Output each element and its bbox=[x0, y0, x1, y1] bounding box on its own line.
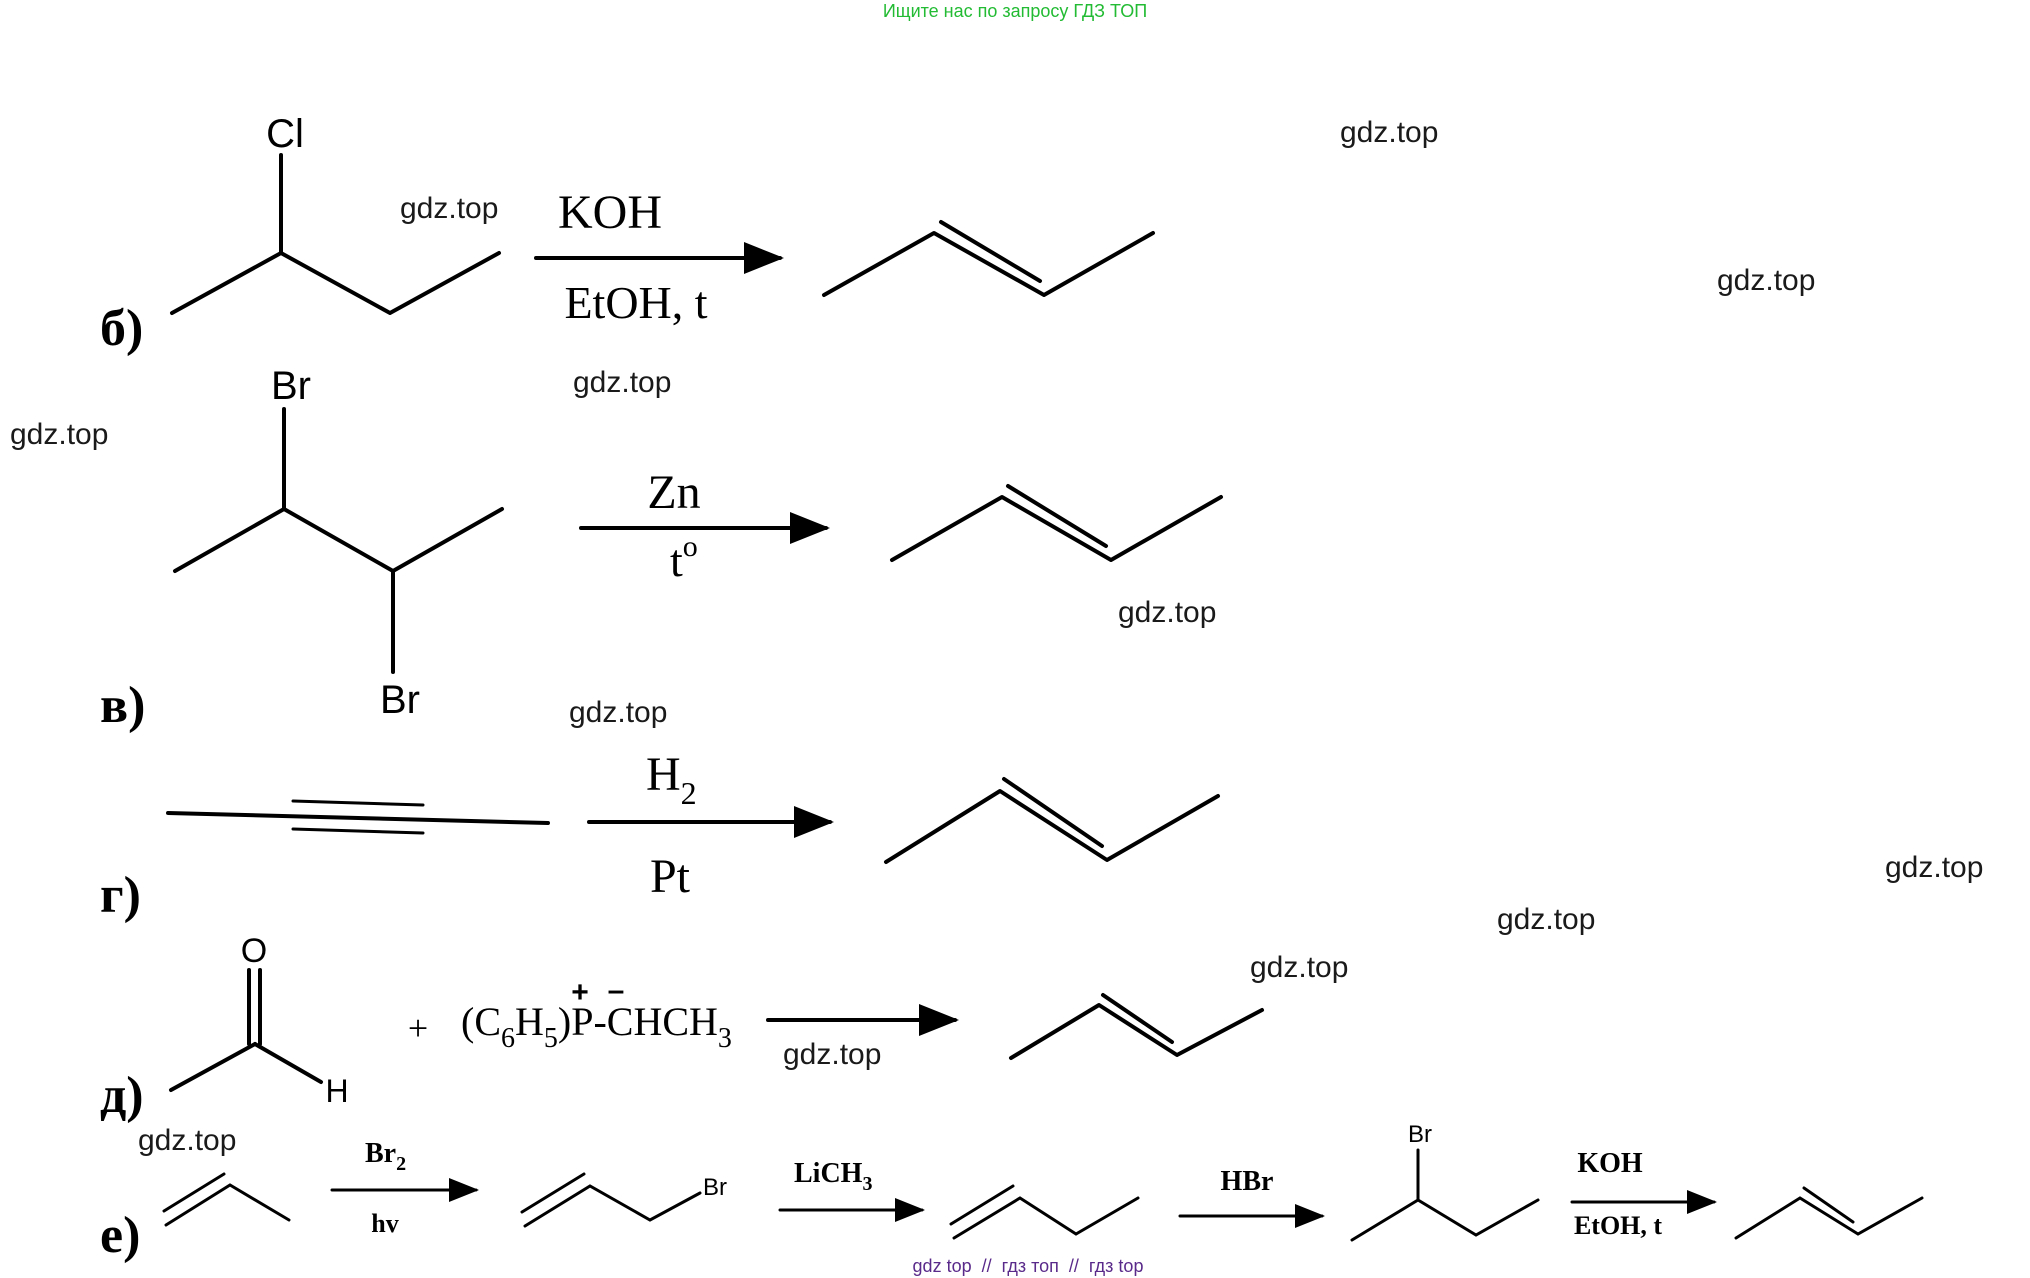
reaction-label: в) bbox=[100, 677, 145, 734]
oxygen-atom: O bbox=[241, 932, 267, 970]
reagent-top: H2 bbox=[646, 748, 697, 811]
watermark: gdz.top bbox=[10, 418, 108, 451]
watermarks: gdz.top gdz.top gdz.top gdz.top gdz.top … bbox=[10, 116, 1983, 1157]
product-but-2-ene bbox=[1009, 993, 1264, 1060]
watermark: gdz.top bbox=[400, 192, 498, 225]
step4-bottom: EtOH, t bbox=[1574, 1211, 1662, 1240]
watermark: gdz.top bbox=[1340, 116, 1438, 149]
substituent-br-top: Br bbox=[271, 364, 311, 408]
watermark: gdz.top bbox=[569, 696, 667, 729]
product-2-bromobutane bbox=[1350, 1148, 1540, 1242]
reaction-d: д) O H + (C6H5)P-CHCH3 + – bbox=[100, 932, 1264, 1124]
reaction-v: в) Br Br Zn to bbox=[100, 364, 1223, 734]
reactant-acetaldehyde bbox=[169, 968, 323, 1092]
step1-top: Br2 bbox=[365, 1138, 406, 1175]
reaction-label: д) bbox=[100, 1067, 144, 1124]
plus-sign: + bbox=[408, 1008, 428, 1048]
reactant-propene bbox=[162, 1172, 291, 1227]
reaction-b: б) Cl KOH EtOH, t bbox=[100, 112, 1155, 357]
watermark: gdz.top bbox=[573, 366, 671, 399]
product-but-1-ene bbox=[949, 1184, 1140, 1240]
step4-top: KOH bbox=[1577, 1148, 1643, 1179]
product-but-2-ene bbox=[884, 777, 1220, 864]
watermark: gdz.top bbox=[1885, 851, 1983, 884]
reactant-but-2-yne bbox=[166, 799, 550, 835]
reagent-top: Zn bbox=[647, 466, 700, 519]
watermark: gdz.top bbox=[1250, 951, 1348, 984]
reaction-label: г) bbox=[100, 867, 141, 924]
step2-top: LiCH3 bbox=[794, 1158, 872, 1195]
reactant-skeleton bbox=[170, 251, 501, 315]
watermark: gdz.top bbox=[1717, 264, 1815, 297]
reactant-skeleton bbox=[173, 507, 504, 573]
product3-substituent-br: Br bbox=[1408, 1121, 1432, 1148]
product-allyl-bromide bbox=[520, 1172, 702, 1228]
watermark: gdz.top bbox=[138, 1124, 236, 1157]
watermark: gdz.top bbox=[1118, 596, 1216, 629]
ylide-reagent: (C6H5)P-CHCH3 bbox=[461, 999, 732, 1054]
reaction-g: г) H2 Pt bbox=[100, 748, 1220, 924]
product1-substituent-br: Br bbox=[703, 1174, 727, 1201]
product-but-2-ene bbox=[1734, 1186, 1924, 1240]
footer-banner: gdz top // гдз топ // гдз top bbox=[913, 1256, 1144, 1276]
charge-plus: + bbox=[571, 976, 589, 1009]
reagent-bottom: Pt bbox=[650, 850, 691, 903]
step1-bottom: hv bbox=[371, 1209, 398, 1238]
product-but-2-ene bbox=[890, 484, 1223, 562]
reagent-top: KOH bbox=[558, 186, 662, 239]
charge-minus: – bbox=[608, 974, 625, 1007]
hydrogen-atom: H bbox=[325, 1073, 348, 1109]
watermark: gdz.top bbox=[783, 1038, 881, 1071]
reaction-e: е) Br2 hv Br LiCH3 HBr Br KOH EtOH, t bbox=[100, 1121, 1924, 1264]
substituent-cl: Cl bbox=[266, 112, 304, 156]
reagent-bottom: to bbox=[670, 530, 698, 586]
reaction-label: б) bbox=[100, 300, 143, 357]
watermark: gdz.top bbox=[1497, 903, 1595, 936]
reaction-label: е) bbox=[100, 1207, 140, 1264]
substituent-br-bottom: Br bbox=[380, 678, 420, 722]
product-but-2-ene bbox=[822, 220, 1155, 297]
reagent-bottom: EtOH, t bbox=[564, 277, 707, 328]
header-banner: Ищите нас по запросу ГДЗ ТОП bbox=[883, 1, 1147, 21]
step3-top: HBr bbox=[1221, 1166, 1274, 1197]
